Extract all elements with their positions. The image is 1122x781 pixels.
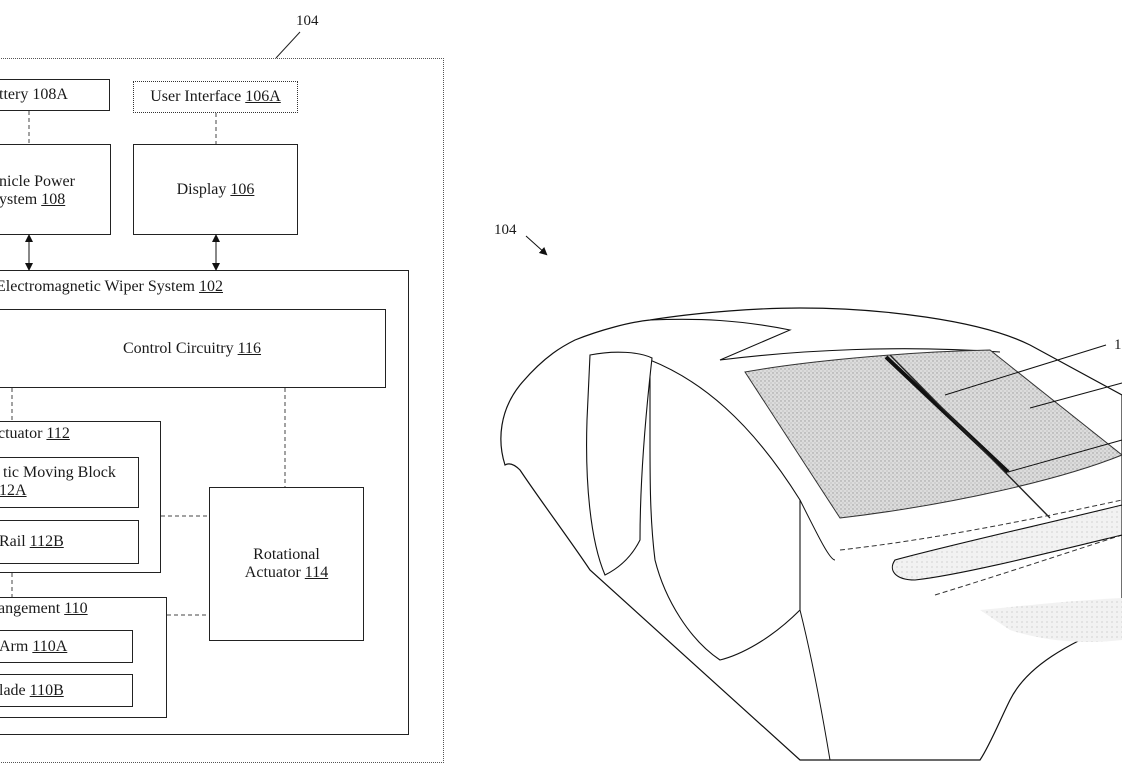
hood-shading [980, 598, 1122, 642]
ref-label-104-top: 104 [296, 13, 319, 29]
rotational-actuator-line1: Rotational [253, 546, 320, 563]
wiper-system-label: Electromagnetic Wiper System 102 [0, 278, 223, 295]
cowl-panel [891, 504, 1122, 581]
rail-box: Rail 112B [0, 520, 139, 564]
rotational-actuator-line2: Actuator 114 [244, 564, 329, 581]
display-label: Display 106 [176, 180, 255, 198]
vehicle-power-line1: nicle Power [0, 173, 75, 190]
rotational-actuator-box: Rotational Actuator 114 [209, 487, 364, 641]
rear-side-window [586, 351, 653, 576]
battery-box: ttery 108A [0, 79, 110, 111]
blade-label: lade 110B [0, 682, 64, 699]
arm-label: Arm 110A [0, 638, 68, 655]
control-circuitry-label: Control Circuitry 116 [122, 339, 262, 357]
hood-dashed-line-2 [934, 534, 1122, 596]
arrangement-label: angement 110 [0, 600, 88, 617]
actuator-label: ctuator 112 [0, 425, 70, 442]
ref-104-car-arrow [525, 235, 548, 256]
ref-104-leader [275, 31, 301, 59]
hood-dashed-line-1 [839, 499, 1122, 551]
vehicle-power-system-box: nicle Power ystem 108 [0, 144, 111, 235]
blade-box: lade 110B [0, 674, 133, 707]
body-crease [799, 499, 836, 561]
callout-leader-2 [1029, 382, 1122, 409]
user-interface-box: User Interface 106A [133, 81, 298, 113]
moving-block-num: 12A [0, 482, 27, 499]
control-circuitry-box: Control Circuitry 116 [0, 309, 386, 388]
roof-line [649, 318, 792, 361]
callout-label: 1 [1114, 337, 1122, 353]
rail-label: Rail 112B [0, 533, 64, 550]
battery-label: ttery 108A [0, 86, 68, 103]
roof-edge [719, 348, 1001, 361]
display-box: Display 106 [133, 144, 298, 235]
front-side-window [649, 359, 801, 661]
moving-block-box: tic Moving Block 12A [0, 457, 139, 508]
moving-block-line1: tic Moving Block [3, 464, 116, 481]
vehicle-power-line2: ystem 108 [0, 191, 66, 208]
callout-leader-3 [1007, 439, 1122, 473]
ref-label-104-car: 104 [494, 222, 517, 238]
arm-box: Arm 110A [0, 630, 133, 663]
door-line [799, 609, 831, 761]
callout-leader-1 [944, 344, 1107, 396]
wiper-blade [884, 355, 1010, 474]
user-interface-label: User Interface 106A [150, 88, 281, 105]
wiper-arm [889, 354, 1051, 519]
